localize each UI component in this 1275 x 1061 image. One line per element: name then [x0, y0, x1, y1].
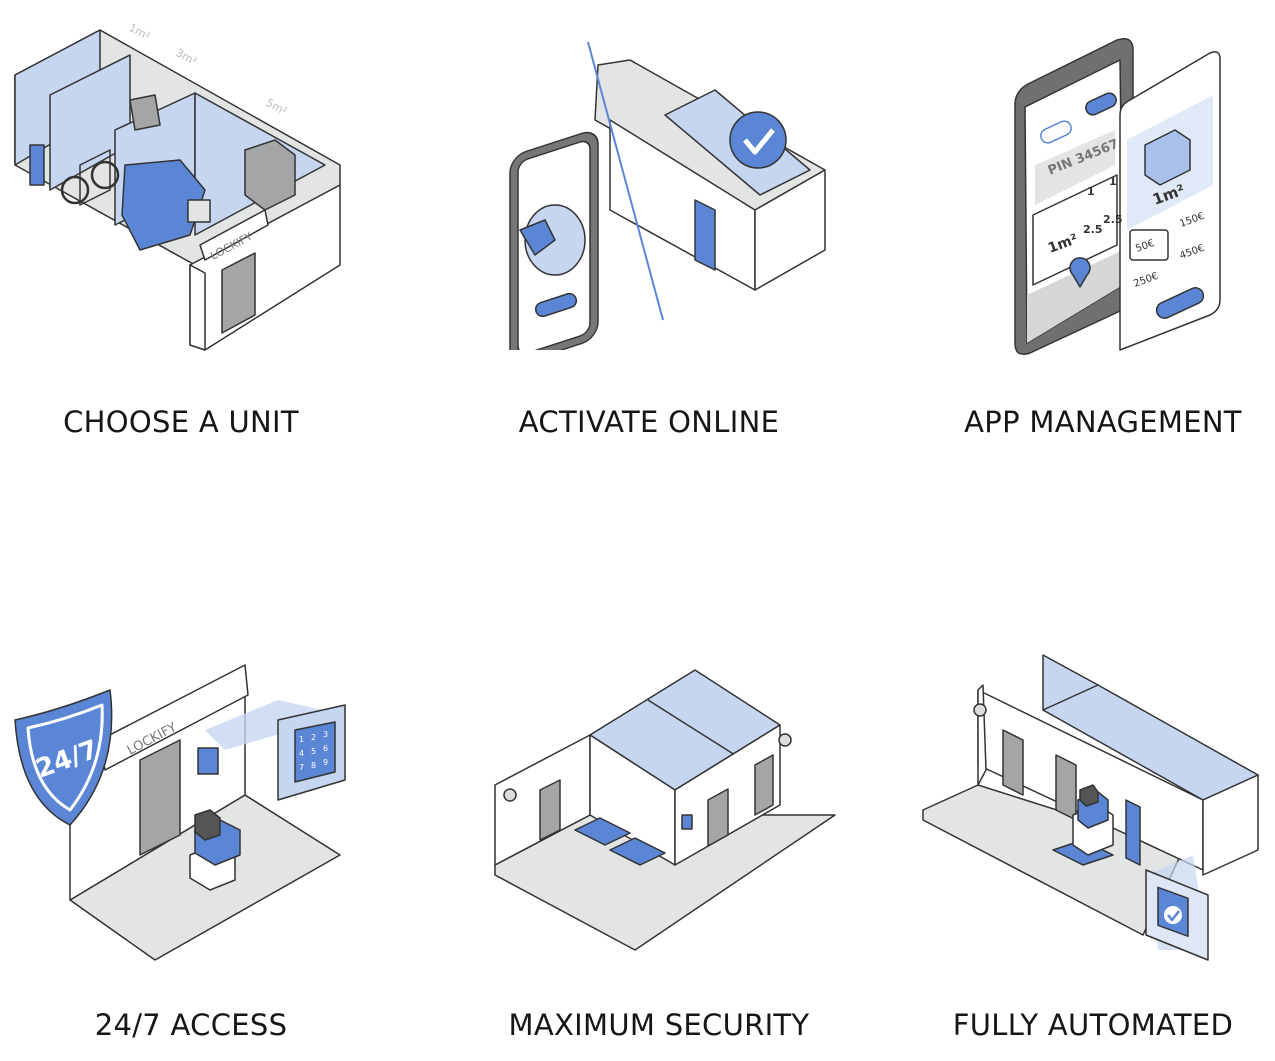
feature-title: FULLY AUTOMATED — [952, 1008, 1234, 1042]
key: 1 — [299, 735, 304, 744]
app-management-illustration: PIN 34567 1 1 2.5 2.5 1m² 1m² 50€ 150€ 2… — [1014, 38, 1221, 355]
key: 3 — [323, 730, 328, 739]
keypad: 1 2 3 4 5 6 7 8 9 — [299, 730, 328, 772]
size-label: 5m² — [264, 96, 290, 118]
grid-cell: 1 — [1109, 175, 1117, 188]
feature-title: APP MANAGEMENT — [964, 405, 1242, 439]
feature-title: MAXIMUM SECURITY — [508, 1008, 810, 1042]
key: 9 — [323, 758, 328, 767]
feature-title: 24/7 ACCESS — [94, 1008, 288, 1042]
feature-title: CHOOSE A UNIT — [63, 405, 299, 439]
grid-cell: 2.5 — [1103, 213, 1123, 226]
size-label: 3m² — [174, 46, 200, 68]
size-label: 1m² — [127, 21, 153, 43]
storage-units-illustration: LOCKIFY 1m² 3m² 5m² — [14, 21, 341, 351]
key: 6 — [323, 744, 328, 753]
key: 7 — [299, 763, 304, 772]
grid-cell: 1 — [1087, 185, 1095, 198]
grid-cell: 2.5 — [1083, 223, 1103, 236]
security-illustration — [494, 669, 836, 951]
key: 4 — [299, 749, 304, 758]
feature-title: ACTIVATE ONLINE — [518, 405, 780, 439]
key: 5 — [311, 747, 316, 756]
access-illustration: 24/7 LOCKIFY 1 2 3 4 5 6 7 8 9 — [14, 664, 346, 961]
key: 8 — [311, 761, 316, 770]
activate-online-illustration — [509, 41, 826, 350]
key: 2 — [311, 733, 316, 742]
automation-illustration — [922, 654, 1259, 961]
